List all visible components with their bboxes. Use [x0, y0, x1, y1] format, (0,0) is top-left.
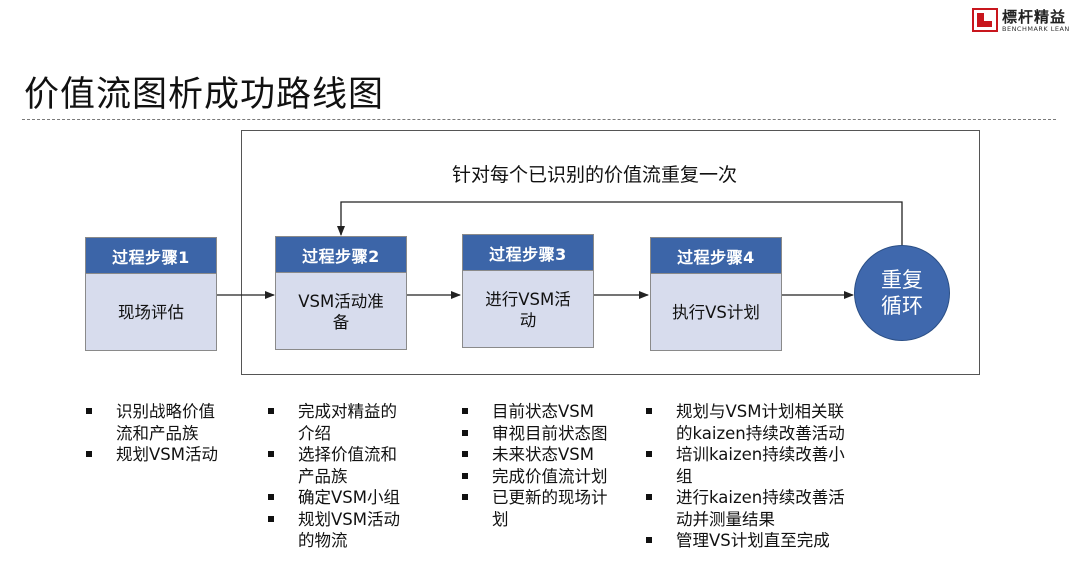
bullet-item: 培训kaizen持续改善小组 [646, 444, 845, 487]
step-1-bullet-list: 识别战略价值流和产品族 规划VSM活动 [86, 401, 218, 466]
step-3-text-line-2: 动 [519, 310, 537, 330]
step-3-text-line-1: 进行VSM活 [485, 289, 571, 309]
bullet-item: 规划VSM活动的物流 [268, 509, 400, 552]
logo-text-cn: 標杆精益 [1002, 8, 1067, 26]
bullet-item: 进行kaizen持续改善活动并测量结果 [646, 487, 845, 530]
step-2-text-line-2: 备 [332, 312, 350, 332]
step-4-bullet-list: 规划与VSM计划相关联的kaizen持续改善活动 培训kaizen持续改善小组 … [646, 401, 845, 552]
loop-caption: 针对每个已识别的价值流重复一次 [452, 164, 738, 186]
repeat-line-1: 重复 [881, 268, 923, 292]
step-2-text-line-1: VSM活动准 [298, 291, 384, 311]
step-4-body: 执行VS计划 [651, 274, 781, 351]
logo-text-en: BENCHMARK LEAN [1002, 25, 1070, 33]
bullet-item: 确定VSM小组 [268, 487, 400, 509]
process-step-4: 过程步骤4 执行VS计划 [650, 237, 782, 351]
step-1-header: 过程步骤1 [86, 238, 216, 274]
step-3-header: 过程步骤3 [463, 235, 593, 271]
step-1-text: 现场评估 [118, 303, 184, 322]
step-3-bullet-list: 目前状态VSM 审视目前状态图 未来状态VSM 完成价值流计划 已更新的现场计划 [462, 401, 608, 530]
bullet-item: 完成价值流计划 [462, 466, 608, 488]
bullet-item: 已更新的现场计划 [462, 487, 608, 530]
bullet-item: 未来状态VSM [462, 444, 608, 466]
step-2-body: VSM活动准 备 [276, 273, 406, 350]
page-title: 价值流图析成功路线图 [24, 75, 385, 115]
bullet-item: 审视目前状态图 [462, 423, 608, 445]
repeat-loop-frame [241, 130, 980, 375]
step-2-bullet-list: 完成对精益的介绍 选择价值流和产品族 确定VSM小组 规划VSM活动的物流 [268, 401, 400, 552]
step-2-header: 过程步骤2 [276, 237, 406, 273]
bullet-item: 规划VSM活动 [86, 444, 218, 466]
step-4-text: 执行VS计划 [672, 303, 760, 322]
bullet-item: 选择价值流和产品族 [268, 444, 400, 487]
step-1-body: 现场评估 [86, 274, 216, 351]
process-step-3: 过程步骤3 进行VSM活 动 [462, 234, 594, 348]
bullet-item: 目前状态VSM [462, 401, 608, 423]
bullet-item: 完成对精益的介绍 [268, 401, 400, 444]
bullet-item: 规划与VSM计划相关联的kaizen持续改善活动 [646, 401, 845, 444]
process-step-1: 过程步骤1 现场评估 [85, 237, 217, 351]
bullet-item: 管理VS计划直至完成 [646, 530, 845, 552]
bullet-item: 识别战略价值流和产品族 [86, 401, 218, 444]
company-logo: 標杆精益 BENCHMARK LEAN [972, 6, 1076, 36]
repeat-line-2: 循环 [881, 294, 923, 318]
step-4-header: 过程步骤4 [651, 238, 781, 274]
step-3-body: 进行VSM活 动 [463, 271, 593, 348]
logo-mark-icon [972, 8, 998, 32]
process-step-2: 过程步骤2 VSM活动准 备 [275, 236, 407, 350]
repeat-cycle-circle: 重复 循环 [854, 245, 950, 341]
title-divider [22, 119, 1056, 120]
